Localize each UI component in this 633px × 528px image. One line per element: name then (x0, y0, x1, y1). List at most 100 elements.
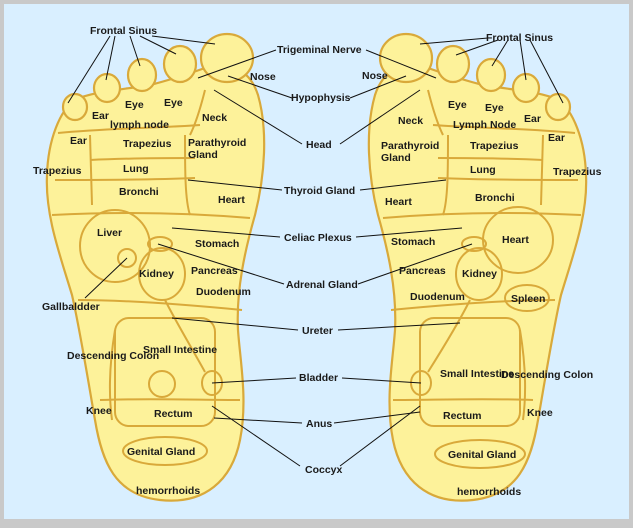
right-label-neck: Neck (398, 115, 423, 127)
left-label-knee: Knee (86, 405, 112, 417)
left-label-duodenum: Duodenum (196, 286, 251, 298)
right-zone-ureter (427, 299, 471, 373)
label-thyroid-gland: Thyroid Gland (284, 185, 355, 197)
right-label-pancreas: Pancreas (399, 265, 446, 277)
leader-head-right (339, 89, 421, 145)
left-label-genital-gland: Genital Gland (127, 446, 195, 458)
leader-bladder-left (211, 377, 297, 384)
left-foot (45, 32, 266, 502)
right-zone-waist (390, 299, 556, 311)
right-label-heart-upper: Heart (385, 196, 412, 208)
left-zone-pelvis (99, 398, 241, 401)
label-frontal-sinus-left: Frontal Sinus (90, 25, 157, 37)
right-label-duodenum: Duodenum (410, 291, 465, 303)
right-label-ear: Ear (548, 132, 565, 144)
left-label-ear-toe: Ear (92, 110, 109, 122)
right-label-kidney: Kidney (462, 268, 497, 280)
left-zone-vertical-2 (184, 134, 191, 216)
right-zone-vertical-2 (442, 134, 449, 216)
right-label-parathyroid: Parathyroid Gland (381, 140, 442, 164)
left-label-liver: Liver (97, 227, 122, 239)
left-zone-line-2 (89, 157, 196, 161)
right-zone-adrenal (461, 236, 487, 252)
right-zone-neck-line (427, 89, 444, 136)
left-zone-bladder (201, 370, 223, 396)
left-label-eye-2: Eye (164, 97, 183, 109)
left-toe-3 (126, 57, 158, 93)
leader-frontal-right-1 (419, 37, 489, 45)
leader-coccyx-left (211, 405, 301, 467)
leader-frontal-right-5 (529, 39, 564, 104)
right-zone-line-2 (437, 157, 544, 161)
right-label-nose: Nose (362, 70, 388, 82)
right-label-ear-toe: Ear (524, 113, 541, 125)
leader-frontal-right-4 (519, 39, 527, 81)
left-label-trapezius-inner: Trapezius (123, 138, 172, 150)
label-head: Head (306, 139, 332, 151)
left-label-ear: Ear (70, 135, 87, 147)
left-label-kidney: Kidney (139, 268, 174, 280)
left-zone-colon (108, 329, 116, 421)
left-label-parathyroid-text: Parathyroid (188, 137, 246, 149)
left-label-lung: Lung (123, 163, 149, 175)
right-zone-colon (519, 329, 527, 421)
right-zone-upper-line (432, 124, 576, 134)
leader-thyroid-left (187, 179, 283, 191)
leader-trigeminal-left (197, 49, 277, 79)
right-label-lymph-node: Lymph Node (453, 119, 516, 131)
right-toe-small (544, 92, 572, 122)
left-label-bronchi: Bronchi (119, 186, 159, 198)
right-zone-diaphragm (382, 212, 582, 219)
left-label-neck: Neck (202, 112, 227, 124)
leader-lines (67, 35, 564, 467)
leader-hypophysis-left (227, 75, 293, 99)
right-zone-line-3 (437, 177, 579, 181)
left-label-hemorrhoids: hemorrhoids (136, 485, 200, 497)
right-foot (367, 32, 588, 502)
left-toe-small (61, 92, 89, 122)
left-label-trapezius-outer: Trapezius (33, 165, 82, 177)
left-foot-labels: Ear Eye Eye Nose lymph node Ear Neck Tra… (33, 71, 276, 497)
leader-frontal-left-3 (129, 35, 141, 67)
right-label-parathyroid-text-line-2: Gland (381, 152, 411, 164)
right-label-lung: Lung (470, 164, 496, 176)
right-toe-2 (435, 44, 471, 84)
label-coccyx: Coccyx (305, 464, 343, 476)
left-label-rectum: Rectum (154, 408, 193, 420)
left-label-parathyroid: Parathyroid Gland (188, 137, 249, 161)
leader-bladder-right (341, 377, 422, 384)
right-zone-genital (434, 439, 526, 469)
label-frontal-sinus-right: Frontal Sinus (486, 32, 553, 44)
left-zone-small-ring (148, 370, 176, 398)
right-label-heart: Heart (502, 234, 529, 246)
center-labels: Frontal Sinus Frontal Sinus Trigeminal N… (90, 25, 553, 476)
leader-anus-right (333, 411, 421, 424)
left-label-descending-colon: Descending Colon (67, 350, 159, 362)
leader-adrenal-right (357, 243, 473, 285)
left-zone-kidney (138, 247, 186, 301)
leader-frontal-right-3 (491, 39, 509, 67)
right-label-bronchi: Bronchi (475, 192, 515, 204)
left-zone-diaphragm (51, 212, 251, 219)
right-zone-vertical (540, 134, 544, 206)
leader-celiac-left (171, 227, 281, 238)
right-label-genital-gland: Genital Gland (448, 449, 516, 461)
label-anus: Anus (306, 418, 332, 430)
right-label-descending-colon: Descending Colon (501, 369, 593, 381)
leader-celiac-right (355, 227, 463, 238)
right-toe-big (378, 32, 434, 84)
leader-frontal-right-2 (455, 39, 499, 56)
leader-coccyx-right (339, 405, 421, 467)
leader-hypophysis-right (349, 75, 407, 99)
right-label-stomach: Stomach (391, 236, 435, 248)
leader-trigeminal-right (365, 49, 437, 79)
leader-frontal-left-4 (139, 35, 177, 55)
left-toe-2 (162, 44, 198, 84)
left-label-nose: Nose (250, 71, 276, 83)
leader-head-left (213, 89, 303, 145)
right-toe-4 (511, 72, 541, 104)
left-label-gallbladder: Gallbaldder (42, 301, 100, 313)
right-zone-kidney (455, 247, 503, 301)
